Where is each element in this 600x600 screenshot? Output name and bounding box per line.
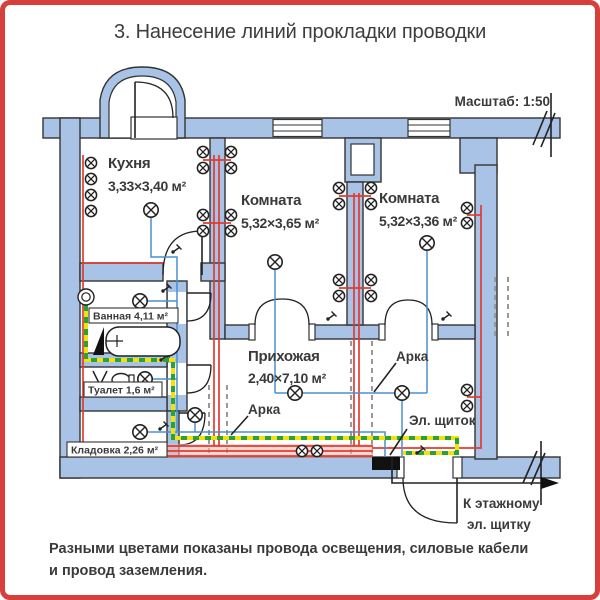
socket-symbol [310,444,324,458]
arch-right-label: Арка [396,349,429,364]
socket-symbol [84,172,98,186]
socket-symbol [224,161,238,175]
to-floor-panel-arrow [391,457,559,489]
room2-name: Комната [379,190,440,207]
socket-symbol [84,204,98,218]
room2-size: 5,32×3,36 м² [379,213,458,229]
hallway-size: 2,40×7,10 м² [248,370,327,386]
socket-symbol [364,273,378,287]
svg-text:Ванная 4,11 м²: Ванная 4,11 м² [93,311,169,323]
ceiling-light-symbol [286,384,304,402]
leaders [230,362,559,489]
wall-break-marks [522,93,556,505]
symbols [77,145,474,470]
ground-wire [84,305,459,455]
socket-symbol [364,197,378,211]
socket-symbol [460,216,474,230]
to-floor-panel-label-line2: эл. щитку [467,517,531,532]
arch-left-label: Арка [248,402,281,417]
socket-symbol [196,208,210,222]
socket-symbol [295,444,309,458]
socket-symbol [224,208,238,222]
switch-symbol [325,310,338,322]
socket-symbol [460,399,474,413]
svg-text:Туалет 1,6 м²: Туалет 1,6 м² [88,385,155,397]
caption-line1: Разными цветами показаны провода освещен… [49,541,529,557]
caption-line2: и провод заземления. [49,562,208,579]
panel-label: Эл. щиток [409,413,476,428]
bathtub-icon [93,326,181,357]
ceiling-light-symbol [132,292,148,310]
socket-symbol [196,145,210,159]
socket-symbol [84,188,98,202]
socket-symbol [460,201,474,215]
room1-name: Комната [241,192,302,209]
ceiling-light-symbol [393,384,411,402]
socket-symbol [84,156,98,170]
scale-label: Масштаб: 1:50 [455,94,550,109]
ceiling-light-symbol [266,254,284,271]
socket-symbol [196,224,210,238]
socket-symbol [332,197,346,211]
doors [130,81,463,524]
socket-symbol [332,181,346,195]
storage-label: Кладовка 2,26 м² [66,441,168,458]
socket-symbol [332,289,346,303]
kitchen-size: 3,33×3,40 м² [108,178,187,194]
socket-symbol [364,181,378,195]
kitchen-name: Кухня [108,155,150,172]
caption: Разными цветами показаны провода освещен… [49,539,569,583]
ceiling-light-symbol [132,423,148,441]
socket-symbol [332,273,346,287]
socket-symbol [196,161,210,175]
electrical-panel [372,457,400,470]
socket-symbol [224,224,238,238]
svg-text:Кладовка 2,26 м²: Кладовка 2,26 м² [71,445,159,457]
floor-plan: Масштаб: 1:50 Кухня 3,33×3,40 м² Комната… [42,66,561,532]
bathroom-label: Ванная 4,11 м² [88,307,179,324]
page-title: 3. Нанесение линий прокладки проводки [113,21,487,43]
toilet-label: Туалет 1,6 м² [83,381,163,398]
switch-symbol [170,243,183,255]
ceiling-light-symbol [187,406,203,424]
socket-symbol [224,145,238,159]
hallway-name: Прихожая [248,348,320,365]
washing-machine-icon [77,288,95,306]
to-floor-panel-label-line1: К этажному [463,496,540,511]
socket-symbol [460,383,474,397]
ceiling-light-symbol [418,235,436,251]
ceiling-light-symbol [143,202,159,218]
socket-symbol [364,289,378,303]
windows [272,118,451,138]
room1-size: 5,32×3,65 м² [241,215,320,231]
switch-symbol [440,310,453,322]
